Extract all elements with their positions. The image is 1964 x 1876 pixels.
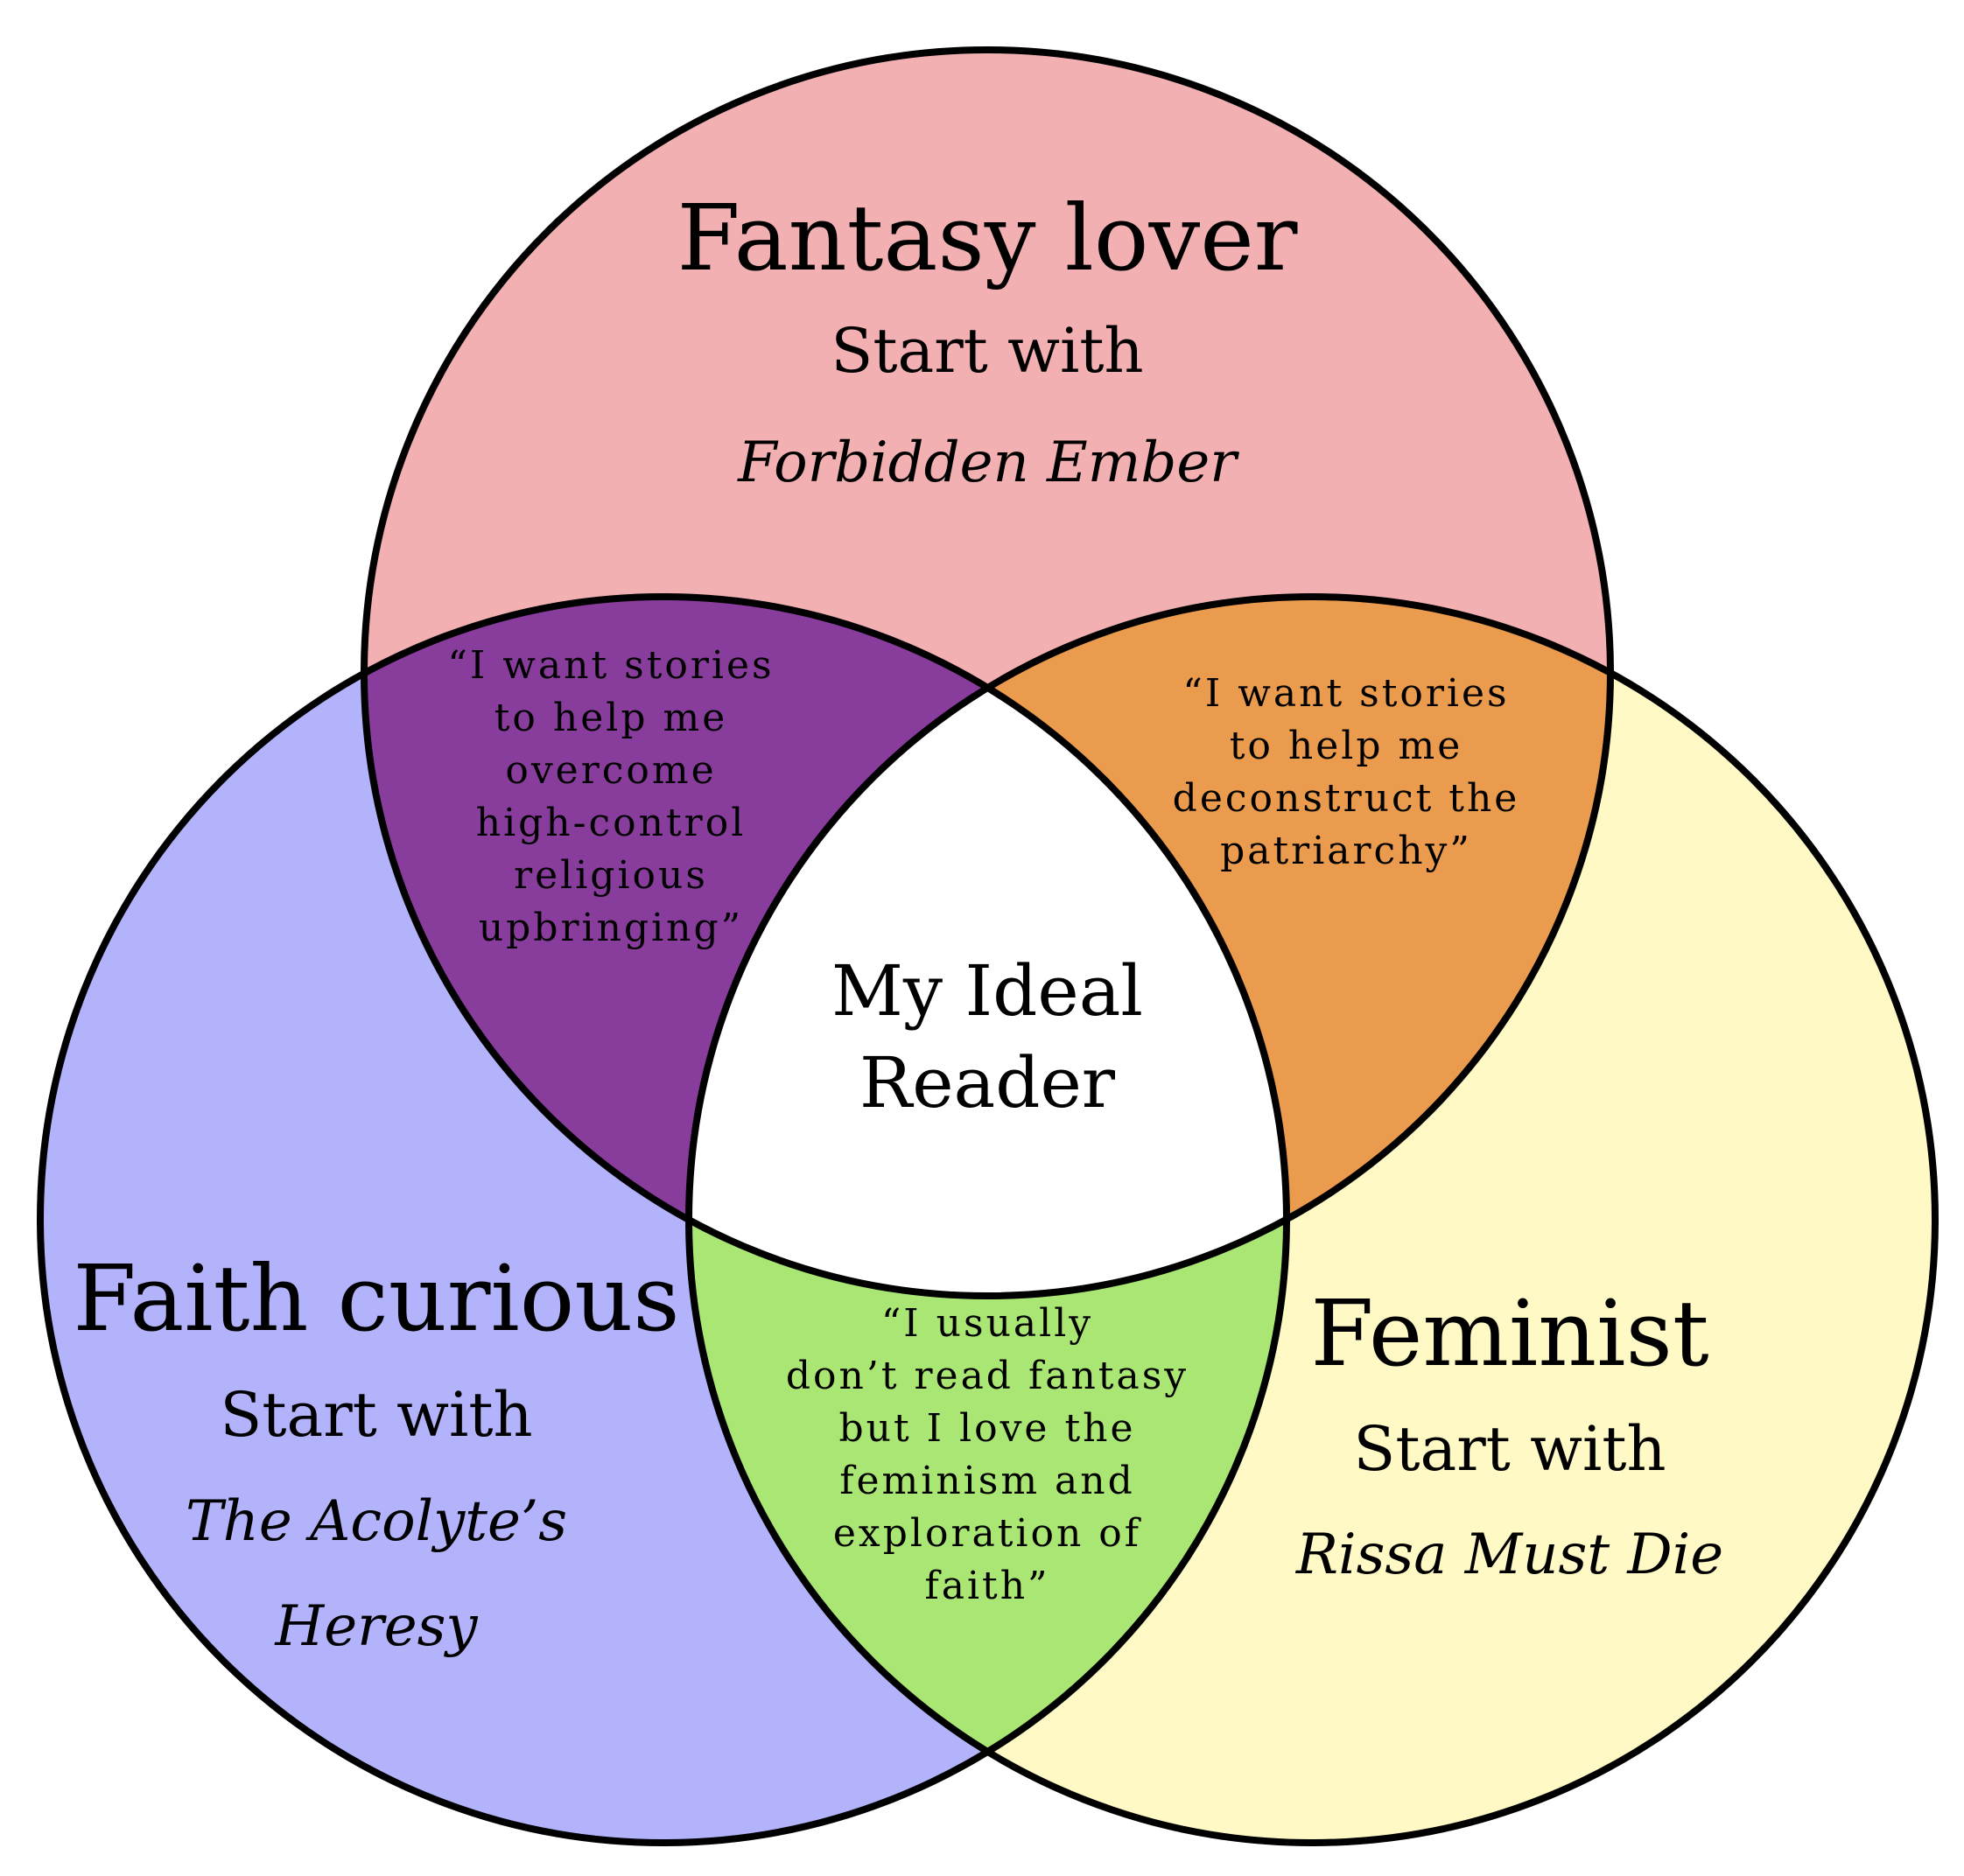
quote-line: “I usually xyxy=(881,1301,1093,1346)
circle-feminist-outline xyxy=(685,593,1939,1846)
overlap-top-right-quote: “I want stories to help me deconstruct t… xyxy=(1173,671,1520,873)
center-label-line2: Reader xyxy=(859,1042,1116,1124)
quote-line: but I love the xyxy=(838,1406,1135,1451)
fantasy-lover-title: Fantasy lover xyxy=(677,185,1298,291)
quote-line: deconstruct the xyxy=(1173,776,1520,821)
quote-line: patriarchy” xyxy=(1220,829,1472,873)
faith-curious-book-line1: The Acolyte’s xyxy=(186,1489,567,1554)
quote-line: faith” xyxy=(924,1564,1049,1608)
faith-curious-start: Start with xyxy=(220,1379,532,1451)
center-label-line1: My Ideal xyxy=(831,950,1143,1032)
quote-line: to help me xyxy=(495,696,728,740)
quote-line: to help me xyxy=(1230,724,1463,768)
quote-line: exploration of xyxy=(833,1511,1141,1556)
overlap-left-right-quote: “I usually don’t read fantasy but I love… xyxy=(786,1301,1189,1608)
overlap-top-left-quote: “I want stories to help me overcome high… xyxy=(447,643,774,950)
quote-line: don’t read fantasy xyxy=(786,1354,1189,1398)
quote-line: “I want stories xyxy=(1182,671,1509,716)
quote-line: upbringing” xyxy=(479,906,743,950)
quote-line: overcome xyxy=(505,748,716,793)
overlap-center-fill xyxy=(689,597,1287,1296)
feminist-book: Rissa Must Die xyxy=(1295,1522,1723,1587)
circle-faith-curious-outline xyxy=(37,593,1290,1846)
quote-line: high-control xyxy=(476,801,747,845)
quote-line: feminism and xyxy=(839,1459,1135,1503)
feminist-start: Start with xyxy=(1353,1413,1666,1485)
fantasy-lover-book: Forbidden Ember xyxy=(737,430,1239,495)
faith-curious-book-line2: Heresy xyxy=(274,1594,478,1659)
fantasy-lover-start: Start with xyxy=(831,315,1143,387)
faith-curious-title: Faith curious xyxy=(73,1245,679,1352)
quote-line: religious xyxy=(514,853,708,898)
quote-line: “I want stories xyxy=(447,643,774,688)
feminist-title: Feminist xyxy=(1310,1280,1708,1387)
